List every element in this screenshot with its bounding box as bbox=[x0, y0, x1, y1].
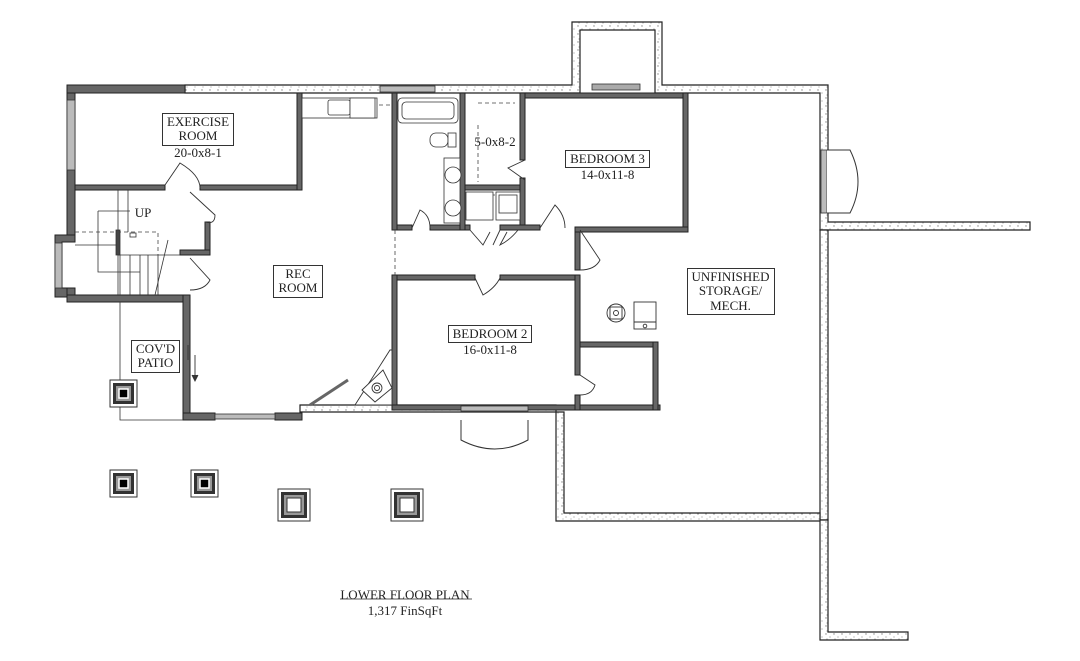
plan-area: 1,317 FinSqFt bbox=[367, 603, 443, 618]
bedroom-3-label: BEDROOM 3 14-0x11-8 bbox=[555, 150, 660, 183]
exercise-room-name-2: ROOM bbox=[178, 128, 218, 144]
storage-name-3: MECH. bbox=[710, 297, 751, 313]
plan-title: LOWER FLOOR PLAN bbox=[340, 587, 470, 602]
stairs-up-label: UP bbox=[134, 205, 152, 220]
bathroom-fixtures bbox=[397, 97, 521, 224]
bedroom-3-name: BEDROOM 3 bbox=[565, 150, 650, 169]
rec-room-name-1: REC bbox=[285, 266, 311, 281]
closet-dimensions: 5-0x8-2 bbox=[474, 134, 516, 149]
counter bbox=[301, 97, 378, 119]
patio-name-1: COV'D bbox=[135, 341, 176, 356]
columns bbox=[109, 379, 424, 522]
storage-name-2: STORAGE/ bbox=[698, 283, 763, 299]
stairs bbox=[75, 190, 180, 296]
patio-name-2: PATIO bbox=[137, 355, 174, 371]
bedroom-2-name: BEDROOM 2 bbox=[447, 325, 533, 344]
corner-unit bbox=[309, 349, 393, 407]
exercise-room-dimensions: 20-0x8-1 bbox=[174, 144, 222, 160]
windows bbox=[54, 85, 828, 420]
patio-outline bbox=[119, 302, 183, 421]
window-wells bbox=[460, 149, 859, 450]
exercise-room-name-1: EXERCISE bbox=[166, 114, 230, 129]
bedroom-2-dimensions: 16-0x11-8 bbox=[463, 342, 517, 358]
mechanical-equipment bbox=[606, 301, 657, 330]
plan-title-block: LOWER FLOOR PLAN 1,317 FinSqFt bbox=[320, 587, 490, 619]
bedroom-3-dimensions: 14-0x11-8 bbox=[580, 167, 635, 183]
storage-name-1: UNFINISHED bbox=[691, 269, 770, 284]
window-well-top bbox=[591, 83, 641, 91]
rec-room-name-2: ROOM bbox=[278, 280, 318, 296]
bedroom-2-label: BEDROOM 2 16-0x11-8 bbox=[440, 325, 540, 358]
doors bbox=[164, 159, 601, 396]
